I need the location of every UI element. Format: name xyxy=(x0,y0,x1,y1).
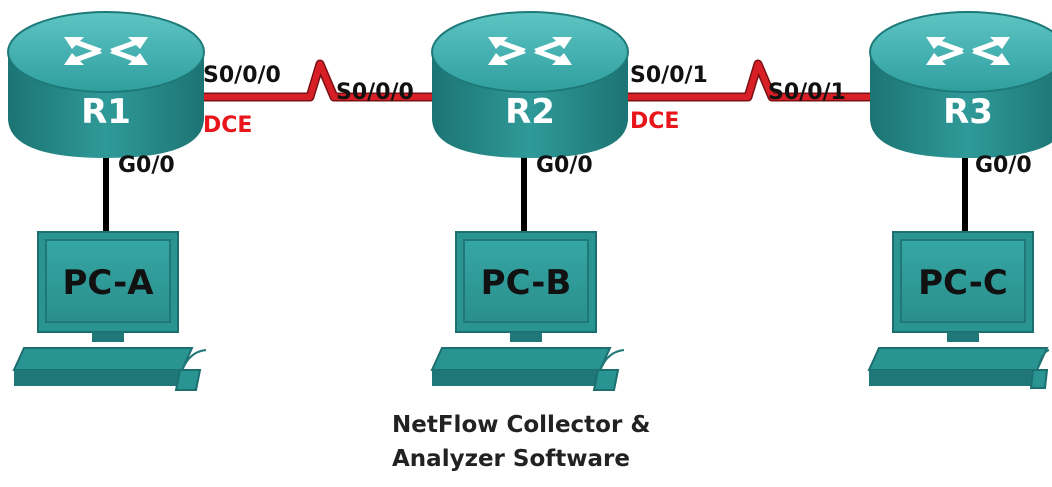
router-r2[interactable]: R2 xyxy=(431,11,629,158)
r2-lan-interface-label: G0/0 xyxy=(536,153,593,178)
note-line-1: NetFlow Collector & xyxy=(392,412,651,438)
r1-dce-label: DCE xyxy=(203,113,252,138)
r3-lan-interface-label: G0/0 xyxy=(975,153,1032,178)
note-line-2: Analyzer Software xyxy=(392,446,630,472)
pc-label: PC-C xyxy=(918,263,1008,303)
r3-serial-interface-label: S0/0/1 xyxy=(768,80,846,105)
pc-pc-b[interactable]: PC-B xyxy=(430,231,625,391)
router-r1[interactable]: R1 xyxy=(7,11,205,158)
serial-link-r2-r3 xyxy=(620,59,885,102)
mouse-icon xyxy=(1029,369,1049,389)
r1-lan-interface-label: G0/0 xyxy=(118,153,175,178)
r1-serial-interface-label: S0/0/0 xyxy=(203,63,281,88)
r2-serial-right-interface-label: S0/0/1 xyxy=(630,63,708,88)
pc-pc-c[interactable]: PC-C xyxy=(867,231,1050,389)
mouse-icon xyxy=(174,369,202,391)
r2-dce-label: DCE xyxy=(630,109,679,134)
router-label: R1 xyxy=(81,92,131,132)
netflow-collector-note: NetFlow Collector & Analyzer Software xyxy=(392,408,650,476)
router-label: R3 xyxy=(943,92,993,132)
pc-label: PC-A xyxy=(62,263,154,303)
pc-label: PC-B xyxy=(481,263,572,303)
pc-pc-a[interactable]: PC-A xyxy=(12,231,207,391)
serial-link-r1-r2 xyxy=(195,59,440,102)
router-label: R2 xyxy=(505,92,555,132)
router-r3[interactable]: R3 xyxy=(869,11,1052,158)
r2-serial-left-interface-label: S0/0/0 xyxy=(336,80,414,105)
mouse-icon xyxy=(592,369,620,391)
